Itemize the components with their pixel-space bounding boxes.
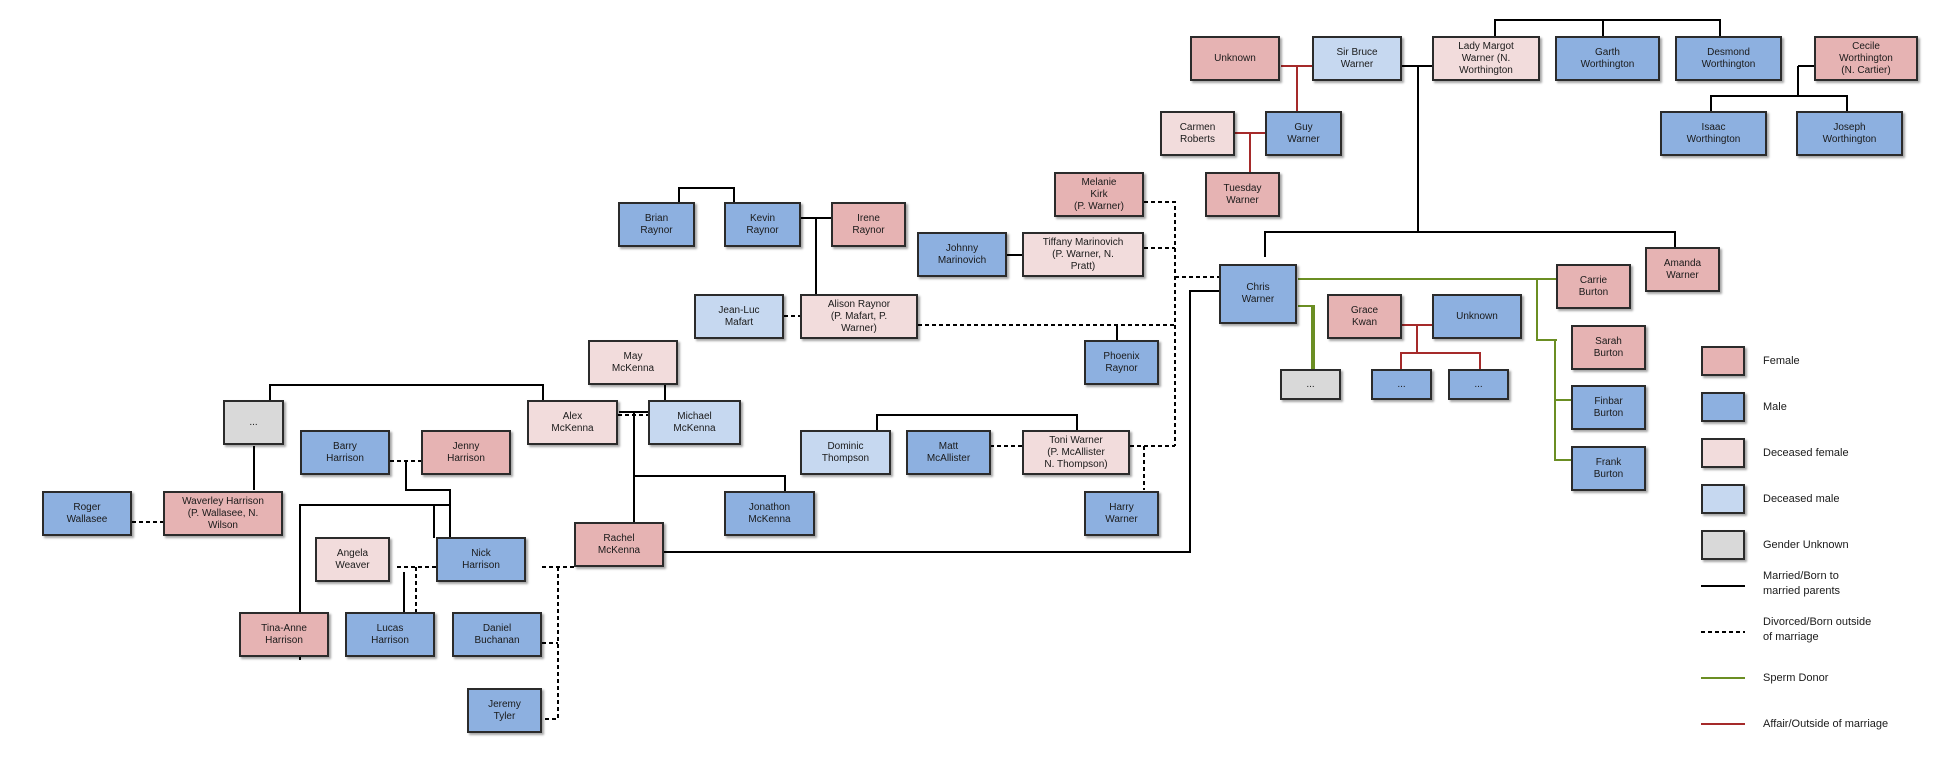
legend-label-affair: Affair/Outside of marriage <box>1763 718 1889 730</box>
person-box-garth-worthington[interactable]: Garth Worthington <box>1555 36 1660 81</box>
person-box-unknown-left[interactable]: ... <box>223 400 284 445</box>
person-box-amanda-warner[interactable]: Amanda Warner <box>1645 247 1720 292</box>
person-box-grace-kwan[interactable]: Grace Kwan <box>1327 294 1402 339</box>
legend-label-gender-unknown: Gender Unknown <box>1763 539 1849 551</box>
person-box-lucas-harrison[interactable]: Lucas Harrison <box>345 612 435 657</box>
person-box-carrie-burton[interactable]: Carrie Burton <box>1556 264 1631 309</box>
legend-swatch-gender-unknown <box>1701 530 1745 560</box>
person-box-lady-margot-warner[interactable]: Lady Margot Warner (N. Worthington <box>1432 36 1540 81</box>
person-box-grace-child-1[interactable]: ... <box>1371 369 1432 400</box>
person-box-alison-raynor[interactable]: Alison Raynor (P. Mafart, P. Warner) <box>800 294 918 339</box>
person-box-finbar-burton[interactable]: Finbar Burton <box>1571 385 1646 430</box>
person-box-melanie-kirk[interactable]: Melanie Kirk (P. Warner) <box>1054 172 1144 217</box>
person-box-sir-bruce-warner[interactable]: Sir Bruce Warner <box>1312 36 1402 81</box>
divorced-line <box>132 201 1222 720</box>
sperm-donor-line <box>1298 278 1571 461</box>
person-box-irene-raynor[interactable]: Irene Raynor <box>831 202 906 247</box>
person-box-unknown-grace-partner[interactable]: Unknown <box>1432 294 1522 339</box>
person-box-cecile-worthington[interactable]: Cecile Worthington (N. Cartier) <box>1814 36 1918 81</box>
affair-line <box>1235 65 1481 369</box>
person-box-dominic-thompson[interactable]: Dominic Thompson <box>800 430 891 475</box>
person-box-jean-luc-mafart[interactable]: Jean-Luc Mafart <box>694 294 784 339</box>
legend-label-married: Married/Born to married parents <box>1763 570 1841 597</box>
person-box-tuesday-warner[interactable]: Tuesday Warner <box>1205 172 1280 217</box>
person-box-jeremy-tyler[interactable]: Jeremy Tyler <box>467 688 542 733</box>
person-box-alex-mckenna[interactable]: Alex McKenna <box>527 400 618 445</box>
person-box-daniel-buchanan[interactable]: Daniel Buchanan <box>452 612 542 657</box>
person-box-carmen-roberts[interactable]: Carmen Roberts <box>1160 111 1235 156</box>
person-box-isaac-worthington[interactable]: Isaac Worthington <box>1660 111 1767 156</box>
person-box-matt-mcallister[interactable]: Matt McAllister <box>906 430 991 475</box>
person-box-desmond-worthington[interactable]: Desmond Worthington <box>1675 36 1782 81</box>
person-box-chris-warner[interactable]: Chris Warner <box>1219 264 1297 324</box>
legend-label-sperm-donor: Sperm Donor <box>1763 672 1829 684</box>
person-box-barry-harrison[interactable]: Barry Harrison <box>300 430 390 475</box>
person-box-kevin-raynor[interactable]: Kevin Raynor <box>724 202 801 247</box>
person-box-brian-raynor[interactable]: Brian Raynor <box>618 202 695 247</box>
legend-label-divorced: Divorced/Born outside of marriage <box>1763 616 1872 643</box>
person-box-jenny-harrison[interactable]: Jenny Harrison <box>421 430 511 475</box>
person-box-harry-warner[interactable]: Harry Warner <box>1084 491 1159 536</box>
person-box-jonathon-mckenna[interactable]: Jonathon McKenna <box>724 491 815 536</box>
person-box-johnny-marinovich[interactable]: Johnny Marinovich <box>917 232 1007 277</box>
person-box-sarah-burton[interactable]: Sarah Burton <box>1571 325 1646 370</box>
married-line <box>253 187 1222 660</box>
person-box-phoenix-raynor[interactable]: Phoenix Raynor <box>1084 340 1159 385</box>
legend-swatch-deceased-male <box>1701 484 1745 514</box>
person-box-frank-burton[interactable]: Frank Burton <box>1571 446 1646 491</box>
person-box-waverley-harrison[interactable]: Waverley Harrison (P. Wallasee, N. Wilso… <box>163 491 283 536</box>
person-box-angela-weaver[interactable]: Angela Weaver <box>315 537 390 582</box>
legend-label-female: Female <box>1763 355 1800 367</box>
person-box-unknown-chris-child[interactable]: ... <box>1280 369 1341 400</box>
person-box-nick-harrison[interactable]: Nick Harrison <box>436 537 526 582</box>
legend-swatch-deceased-female <box>1701 438 1745 468</box>
person-box-toni-warner[interactable]: Toni Warner (P. McAllister N. Thompson) <box>1022 430 1130 475</box>
legend-swatch-female <box>1701 346 1745 376</box>
person-box-grace-child-2[interactable]: ... <box>1448 369 1509 400</box>
person-box-michael-mckenna[interactable]: Michael McKenna <box>648 400 741 445</box>
legend-label-deceased-male: Deceased male <box>1763 493 1840 505</box>
person-box-rachel-mckenna[interactable]: Rachel McKenna <box>574 522 664 567</box>
person-box-tina-anne-harrison[interactable]: Tina-Anne Harrison <box>239 612 329 657</box>
person-box-unknown-top[interactable]: Unknown <box>1190 36 1280 81</box>
person-box-roger-wallasee[interactable]: Roger Wallasee <box>42 491 132 536</box>
married-line <box>1264 19 1848 257</box>
person-box-joseph-worthington[interactable]: Joseph Worthington <box>1796 111 1903 156</box>
legend-swatch-male <box>1701 392 1745 422</box>
person-box-tiffany-marinovich[interactable]: Tiffany Marinovich (P. Warner, N. Pratt) <box>1022 232 1144 277</box>
person-box-guy-warner[interactable]: Guy Warner <box>1265 111 1342 156</box>
person-box-may-mckenna[interactable]: May McKenna <box>588 340 678 385</box>
legend-label-deceased-female: Deceased female <box>1763 447 1849 459</box>
legend-label-male: Male <box>1763 401 1787 413</box>
